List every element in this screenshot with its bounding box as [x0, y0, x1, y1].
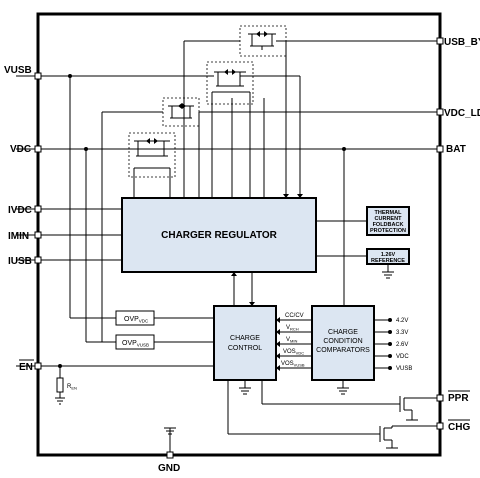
comparators-label-1: CHARGE	[328, 329, 358, 336]
junctions	[58, 74, 346, 368]
comparators-label-2: CONDITION	[323, 338, 362, 345]
ovp-vusb-label: OVPVUSB	[122, 340, 149, 348]
label-bat: BAT	[446, 144, 466, 155]
pin-en	[34, 362, 42, 370]
thermal-label-3: FOLDBACK	[373, 222, 404, 228]
thermal-label-4: PROTECTION	[370, 228, 406, 234]
label-gnd: GND	[158, 463, 180, 474]
pin-ppr	[436, 394, 444, 402]
label-vdc: VDC	[10, 144, 31, 155]
pin-ivdc	[34, 205, 42, 213]
charger-regulator-block	[121, 197, 317, 273]
thermal-label-2: CURRENT	[375, 216, 403, 222]
reference-label-2: REFERENCE	[371, 258, 405, 264]
pin-vdc	[34, 145, 42, 153]
pin-imin	[34, 231, 42, 239]
label-ppr: PPR	[448, 393, 469, 404]
signal-vos-vdc: VOSVDC	[283, 349, 304, 356]
pin-usb-by	[436, 37, 444, 45]
vusb-switch	[200, 61, 254, 105]
pin-bat	[436, 145, 444, 153]
signal-vmin: VMIN	[286, 337, 297, 344]
threshold-vusb: VUSB	[396, 366, 412, 372]
threshold-2-6v: 2.6V	[396, 342, 408, 348]
label-imin: IMIN	[8, 231, 29, 242]
charge-control-label-2: CONTROL	[228, 345, 262, 352]
label-iusb: IUSB	[8, 256, 32, 267]
comparator-signals: CC/CV VRCH VMIN VOSVDC VOSVUSB	[276, 313, 312, 371]
label-chg: CHG	[448, 422, 470, 433]
thermal-label-1: THERMAL	[375, 210, 403, 216]
pin-vusb	[34, 72, 42, 80]
label-en: EN	[19, 362, 33, 373]
threshold-4-2v: 4.2V	[396, 318, 408, 324]
thresholds: 4.2V 3.3V 2.6V VDC VUSB	[374, 318, 412, 372]
enable-circuit: REN	[16, 365, 214, 405]
pin-chg	[436, 422, 444, 430]
signal-vos-vusb: VOSVUSB	[281, 361, 305, 368]
threshold-3-3v: 3.3V	[396, 330, 408, 336]
label-vusb: VUSB	[4, 65, 32, 76]
signal-vrch: VRCH	[286, 325, 299, 332]
ovp-vdc-label: OVPVDC	[124, 316, 149, 324]
charger-regulator-label: CHARGER REGULATOR	[161, 230, 278, 241]
pins	[34, 37, 444, 459]
vdc-ld-switch	[162, 97, 200, 127]
label-vdc-ld: VDC_LD	[444, 108, 480, 119]
label-usb-by: USB_BY	[444, 37, 480, 48]
gnd-wire	[164, 427, 176, 455]
pin-gnd	[166, 451, 174, 459]
charge-control-block	[213, 305, 277, 381]
reference-label-1: 1.26V	[381, 252, 396, 258]
comparators-label-3: COMPARATORS	[316, 347, 370, 354]
signal-cc-cv: CC/CV	[285, 313, 304, 319]
comparators-block	[311, 305, 375, 381]
control-wires	[69, 40, 345, 343]
usb-by-switch	[239, 25, 287, 57]
threshold-vdc: VDC	[396, 354, 409, 360]
output-transistors	[227, 380, 440, 449]
resistor-label: REN	[67, 384, 77, 391]
charge-control-label-1: CHARGE	[230, 335, 260, 342]
regulator-wires	[231, 272, 255, 306]
pin-vdc-ld	[436, 108, 444, 116]
label-ivdc: IVDC	[8, 205, 32, 216]
pin-iusb	[34, 256, 42, 264]
vdc-switch	[128, 132, 176, 178]
